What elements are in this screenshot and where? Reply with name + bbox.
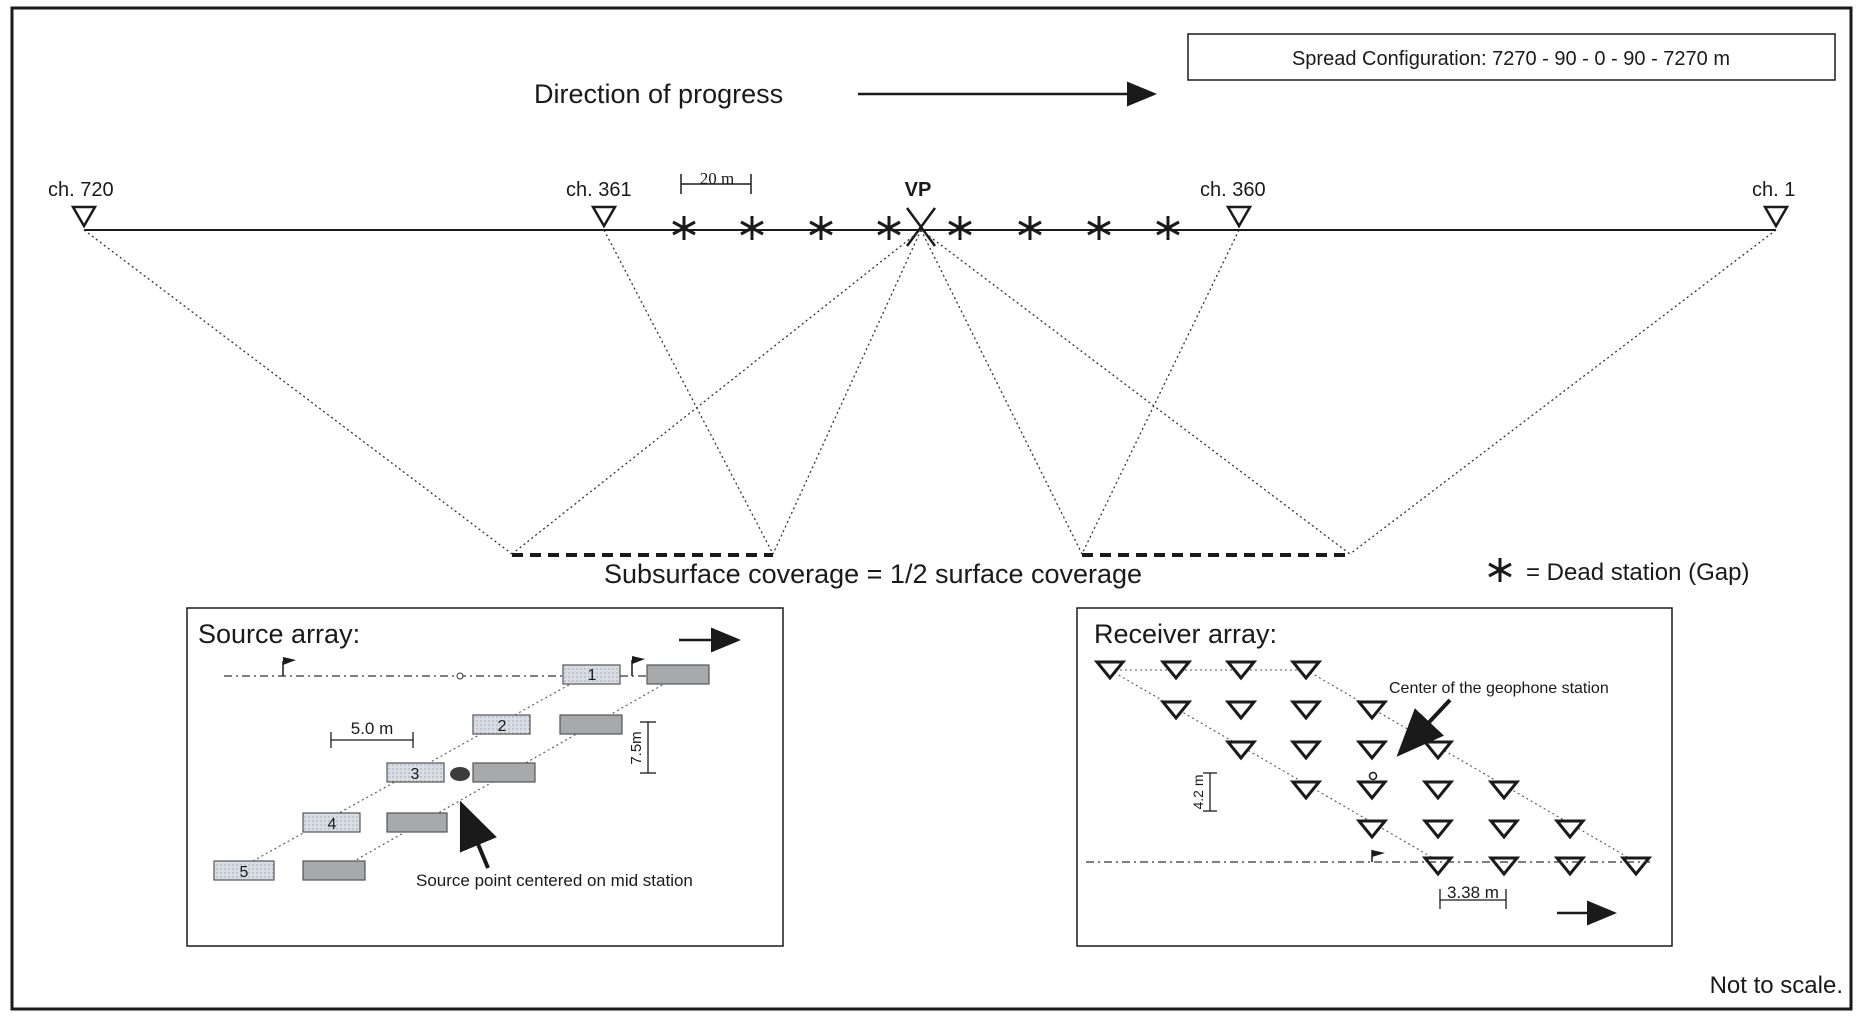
station-center-pointer [1396, 698, 1452, 757]
geophone [1355, 780, 1389, 801]
channel-720-label: ch. 720 [48, 179, 114, 201]
dead-station-marker [877, 216, 901, 240]
outer-frame [10, 6, 1853, 1011]
vibrator-2 [472, 714, 531, 735]
not-to-scale-note: Not to scale. [1710, 972, 1843, 999]
vibrator-5 [213, 860, 275, 881]
geophone [1289, 660, 1323, 681]
vibrator-pad [302, 860, 366, 881]
flag-icon [282, 657, 296, 676]
geophone [1355, 700, 1389, 721]
geophone [1421, 819, 1455, 840]
source-dim-horizontal: 5.0 m [330, 719, 414, 748]
geophone [1421, 780, 1455, 801]
geophone [1093, 660, 1127, 681]
geophone [1159, 660, 1193, 681]
channel-361-label: ch. 361 [566, 179, 632, 201]
geophone-station-center [1368, 771, 1378, 781]
source-dim-vertical: 7.5m [628, 721, 656, 774]
source-dim-horizontal-label: 5.0 m [351, 719, 394, 738]
dead-stations [672, 216, 1180, 240]
dead-station-legend-text: = Dead station (Gap) [1526, 559, 1749, 586]
vibrator-4 [302, 812, 361, 833]
flag-icon [631, 656, 645, 676]
channel-361-receiver [590, 205, 618, 229]
direction-of-progress: Direction of progress [534, 79, 1157, 109]
geophone [1224, 660, 1258, 681]
scale-bar-20m-label: 20 m [700, 169, 734, 188]
station-center-label: Center of the geophone station [1389, 680, 1609, 697]
geophone [1355, 740, 1389, 761]
flag-icon [1371, 850, 1385, 862]
receiver-dim-horizontal-label: 3.38 m [1447, 883, 1499, 902]
vp-label: VP [905, 179, 932, 201]
asterisk-icon [1488, 558, 1512, 582]
geophone [1159, 700, 1193, 721]
receiver-diagonal [1305, 669, 1637, 863]
receiver-array-title: Receiver array: [1094, 619, 1277, 649]
vibrator-pad [646, 664, 710, 685]
vp-marker [905, 207, 937, 247]
geophone [1289, 780, 1323, 801]
source-array-title: Source array: [198, 619, 360, 649]
ray-paths [83, 229, 1777, 555]
channel-720-receiver [70, 205, 98, 229]
vibrator-pad [386, 812, 448, 833]
geophone [1224, 700, 1258, 721]
geophone [1289, 700, 1323, 721]
vibrator-3-label: 3 [411, 766, 420, 783]
vibrator-3 [386, 762, 445, 783]
source-array-panel: Source array: 1 2 3 4 5 [186, 607, 784, 947]
channel-360-label: ch. 360 [1200, 179, 1266, 201]
source-diagonal [334, 675, 679, 873]
subsurface-label: Subsurface coverage = 1/2 surface covera… [604, 559, 1142, 589]
dead-station-marker [809, 216, 833, 240]
vibrator-4-label: 4 [328, 816, 337, 833]
source-line-node [456, 672, 464, 680]
receiver-diagonal [1109, 669, 1441, 863]
channel-1-label: ch. 1 [1752, 179, 1795, 201]
source-diagonal [243, 671, 593, 867]
receiver-array-panel: Receiver array: Center of the geophone s… [1076, 607, 1673, 947]
geophone [1289, 740, 1323, 761]
receiver-dim-horizontal: 3.38 m [1439, 883, 1507, 909]
dead-station-marker [1156, 216, 1180, 240]
dead-station-marker [672, 216, 696, 240]
geophone [1487, 780, 1521, 801]
dead-station-marker [948, 216, 972, 240]
source-point-pointer [459, 800, 497, 869]
vibrator-pad [559, 714, 623, 735]
vibrator-1-label: 1 [588, 667, 597, 684]
scale-bar-20m: 20 m [680, 169, 752, 194]
direction-label: Direction of progress [534, 79, 783, 109]
dead-station-marker [1087, 216, 1111, 240]
geophone [1355, 819, 1389, 840]
geophone [1487, 856, 1521, 877]
geophone [1553, 819, 1587, 840]
source-caption: Source point centered on mid station [416, 871, 693, 890]
channel-1-receiver [1762, 205, 1790, 229]
source-dim-vertical-label: 7.5m [628, 731, 645, 764]
geophone [1224, 740, 1258, 761]
receiver-dim-vertical-label: 4.2 m [1190, 774, 1206, 809]
spread-config-box: Spread Configuration: 7270 - 90 - 0 - 90… [1187, 33, 1836, 81]
vibrator-5-label: 5 [240, 864, 249, 881]
dead-station-marker [1018, 216, 1042, 240]
vibrator-pad [472, 762, 536, 783]
spread-config-text: Spread Configuration: 7270 - 90 - 0 - 90… [1292, 48, 1730, 70]
receiver-dim-vertical: 4.2 m [1190, 772, 1217, 812]
dead-station-marker [740, 216, 764, 240]
dead-station-legend: = Dead station (Gap) [1488, 558, 1749, 586]
vibrator-2-label: 2 [498, 718, 507, 735]
channel-360-receiver [1225, 205, 1253, 229]
vibrator-1 [562, 664, 621, 685]
source-point [450, 767, 470, 781]
geophone [1487, 819, 1521, 840]
